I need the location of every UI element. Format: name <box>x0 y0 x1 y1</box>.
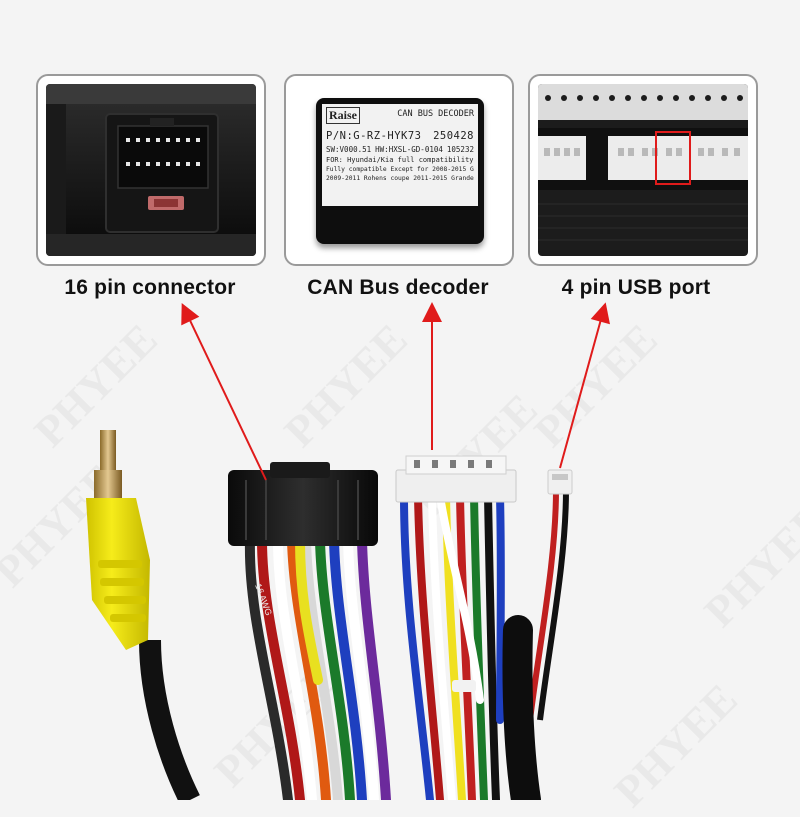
4-pin-usb-port-closeup-icon <box>538 84 748 256</box>
decoder-part-number: P/N:G-RZ-HYK73 <box>326 130 422 142</box>
4-pin-usb-connector-icon <box>502 469 573 800</box>
arrow-4-pin-usb-port <box>559 302 610 469</box>
decoder-title: CAN BUS DECODER <box>397 109 474 119</box>
caption-can-bus-decoder: CAN Bus decoder <box>307 276 489 299</box>
usb-port-highlight-box <box>655 131 691 185</box>
decoder-closeup-image: Raise CAN BUS DECODER P/N:G-RZ-HYK73 250… <box>294 84 504 256</box>
decoder-compat-line: Fully compatible Except for 2008-2015 Ge… <box>326 166 474 173</box>
decoder-compat-line: FOR: Hyundai/Kia full compatibility mode… <box>326 156 474 164</box>
decoder-batch: 250428 <box>433 130 474 142</box>
can-bus-connector-icon <box>395 455 517 800</box>
connector-closeup-image <box>46 84 256 256</box>
decoder-brand: Raise <box>326 107 360 124</box>
usb-port-closeup-image <box>538 84 748 256</box>
decoder-sticker: Raise CAN BUS DECODER P/N:G-RZ-HYK73 250… <box>322 104 478 206</box>
decoder-sw-version: SW:V000.51 <box>326 145 372 154</box>
caption-16-pin-connector: 16 pin connector <box>64 276 236 299</box>
decoder-serial: 105232 <box>446 145 474 154</box>
16-pin-connector-icon: 16 AWG <box>228 462 391 800</box>
caption-4-pin-usb-port: 4 pin USB port <box>561 276 711 299</box>
panel-can-bus-decoder: Raise CAN BUS DECODER P/N:G-RZ-HYK73 250… <box>284 74 514 266</box>
callout-arrows <box>181 302 610 481</box>
panel-16-pin-connector <box>36 74 266 266</box>
decoder-hw-version: HW:HXSL-GD-0104 <box>375 145 443 154</box>
decoder-compat-line: 2009-2011 Rohens coupe 2011-2015 Grandeu… <box>326 175 474 182</box>
rca-plug-icon <box>86 430 200 800</box>
arrow-16-pin-connector <box>181 302 267 481</box>
16-pin-connector-closeup-icon <box>46 84 256 256</box>
can-bus-decoder-module: Raise CAN BUS DECODER P/N:G-RZ-HYK73 250… <box>316 98 484 244</box>
harness-photo: 16 AWG <box>86 302 610 800</box>
panel-4-pin-usb-port <box>528 74 758 266</box>
